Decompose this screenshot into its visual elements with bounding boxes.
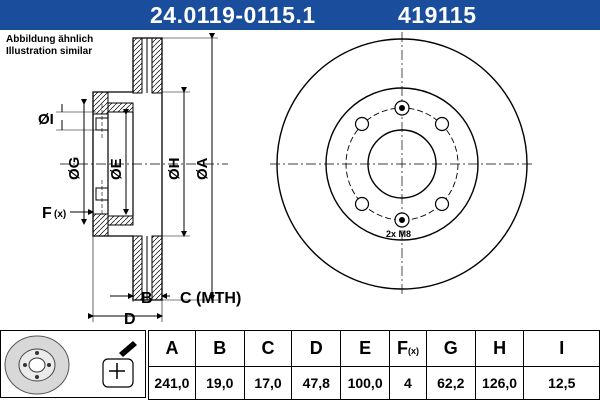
label-c: C (MTH) (180, 290, 241, 307)
label-f: F (42, 205, 52, 222)
value-c: 17,0 (243, 366, 293, 400)
disc-front-view (270, 32, 534, 296)
dimension-lines (56, 33, 218, 322)
header-e: E (340, 330, 391, 367)
header-banner: 24.0119-0115.1 419115 (0, 0, 600, 30)
value-h: 126,0 (474, 366, 525, 400)
label-dia-g: ØG (66, 157, 83, 180)
value-g: 62,2 (425, 366, 476, 400)
spec-table: A B C D E F(x) G H I 241,0 19,0 17,0 47,… (148, 330, 600, 400)
label-dia-i: ØI (38, 111, 54, 128)
part-number: 24.0119-0115.1 (150, 2, 316, 28)
label-thread: 2x M8 (386, 229, 411, 239)
threaded-holes (394, 100, 410, 228)
disc-cross-section (60, 37, 228, 301)
header-a: A (148, 330, 196, 367)
spec-value-row: 241,0 19,0 17,0 47,8 100,0 4 62,2 126,0 … (148, 366, 600, 400)
label-dia-h: ØH (166, 158, 183, 181)
caliper-icon (102, 341, 137, 388)
illustration-note: Abbildung ähnlich Illustration similar (6, 34, 93, 58)
technical-drawing: ØI ØG ØE ØH ØA F (x) B C (MTH) D 2x M8 (38, 32, 534, 328)
spec-header-row: A B C D E F(x) G H I (148, 330, 600, 367)
label-d: D (124, 311, 136, 328)
note-line-en: Illustration similar (6, 46, 93, 57)
header-g: G (425, 330, 476, 367)
reference-number: 419115 (398, 2, 477, 28)
label-dia-e: ØE (108, 158, 125, 180)
value-a: 241,0 (148, 366, 196, 400)
product-thumbnail (0, 330, 146, 398)
header-b: B (194, 330, 245, 367)
header-f-suffix: (x) (407, 346, 419, 356)
wheel-stud-holes (354, 116, 450, 212)
header-f: F(x) (389, 330, 427, 367)
header-i: I (523, 330, 600, 367)
brake-disc-image (4, 335, 137, 395)
header-f-letter: F (396, 338, 408, 358)
value-i: 12,5 (523, 366, 600, 400)
label-b: B (141, 290, 153, 307)
header-c: C (243, 330, 293, 367)
header-h: H (474, 330, 525, 367)
value-e: 100,0 (340, 366, 391, 400)
value-b: 19,0 (194, 366, 245, 400)
value-d: 47,8 (291, 366, 342, 400)
label-dia-a: ØA (194, 157, 211, 180)
value-f: 4 (389, 366, 427, 400)
label-f-sub: (x) (54, 209, 66, 220)
note-line-de: Abbildung ähnlich (6, 34, 94, 45)
header-d: D (291, 330, 342, 367)
